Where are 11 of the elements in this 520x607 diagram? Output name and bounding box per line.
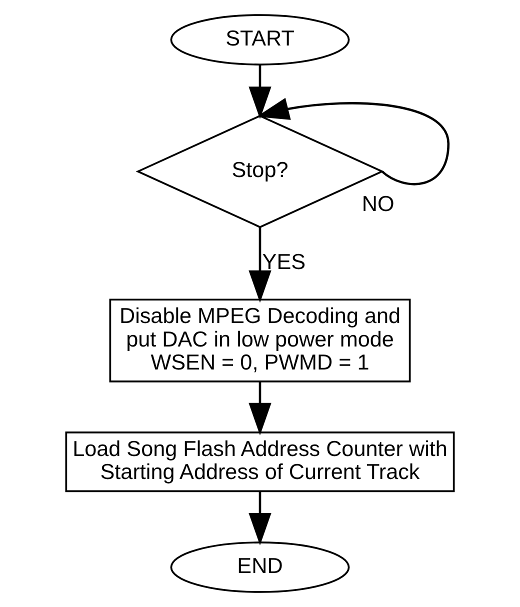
arrow xyxy=(248,491,272,546)
arrow xyxy=(248,64,272,120)
arrow xyxy=(248,227,272,303)
edge-label: YES xyxy=(262,249,306,274)
node-box: Disable MPEG Decoding and put DAC in low power mode WSEN = 0, PWMD = 1 xyxy=(109,298,411,382)
node-ellipse: START xyxy=(170,14,350,66)
node-ellipse: END xyxy=(170,542,350,593)
node-box: Load Song Flash Address Counter with Starting Address of Current Track xyxy=(65,432,455,492)
arrow xyxy=(256,98,450,186)
edge-label: NO xyxy=(362,190,394,216)
arrow xyxy=(248,382,272,436)
